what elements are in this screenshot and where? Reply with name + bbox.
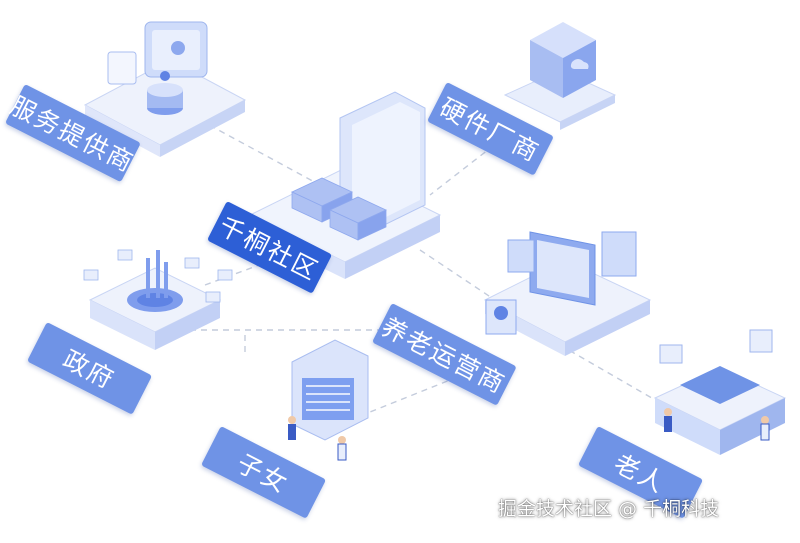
- elderly-care-operator-illustration: [485, 232, 650, 356]
- elderly-illustration: [655, 330, 785, 455]
- children-illustration: [288, 340, 368, 460]
- government-illustration: [84, 250, 232, 350]
- hardware-vendor-illustration: [505, 22, 615, 130]
- watermark: 掘金技术社区 @ 千桐科技: [498, 494, 719, 521]
